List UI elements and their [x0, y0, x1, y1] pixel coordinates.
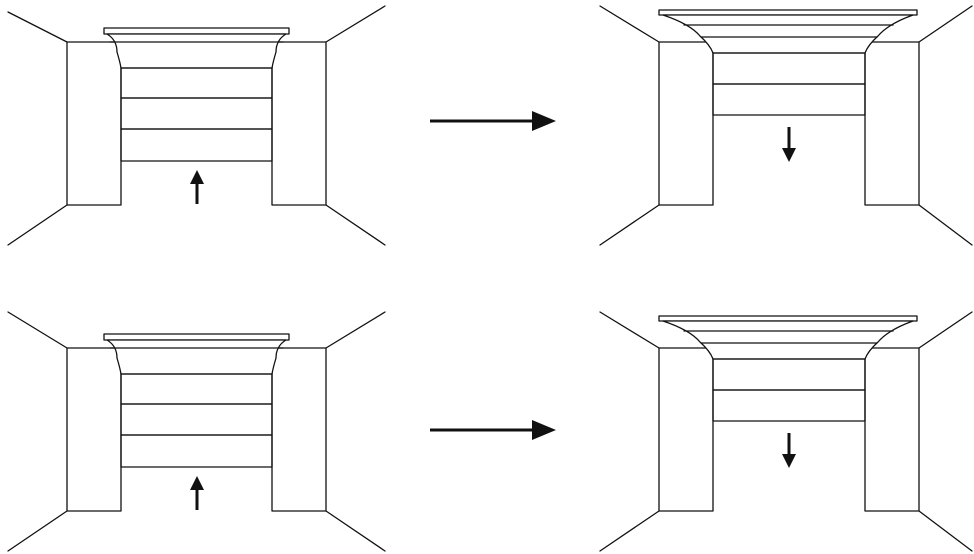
- scene-opening: [599, 311, 973, 552]
- row-1: [7, 5, 973, 246]
- room-perspective-lines: [599, 311, 973, 552]
- scene-opening: [599, 5, 973, 246]
- arrow-right-icon: [430, 420, 556, 440]
- door-frame: [103, 333, 290, 375]
- room-perspective-lines: [7, 5, 386, 246]
- door-panels: [712, 358, 866, 422]
- scene-closed: [7, 311, 386, 552]
- door-frame: [103, 27, 290, 69]
- door-panels: [120, 67, 273, 162]
- room-perspective-lines: [599, 5, 973, 246]
- row-2: [7, 311, 973, 552]
- arrow-down-icon: [782, 433, 796, 468]
- scene-closed: [7, 5, 386, 246]
- room-perspective-lines: [7, 311, 386, 552]
- door-frame: [658, 9, 918, 54]
- door-frame: [658, 315, 918, 360]
- door-panels: [120, 373, 273, 468]
- arrow-up-icon: [190, 476, 204, 510]
- arrow-up-icon: [190, 170, 204, 204]
- side-walls: [658, 41, 920, 206]
- side-walls: [658, 347, 920, 512]
- arrow-right-icon: [430, 111, 556, 131]
- door-panels: [712, 52, 866, 116]
- arrow-down-icon: [782, 127, 796, 162]
